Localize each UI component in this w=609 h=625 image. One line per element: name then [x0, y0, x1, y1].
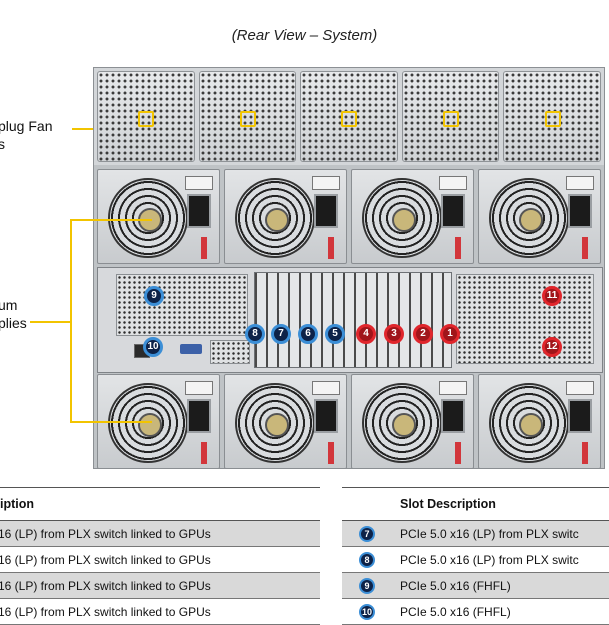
power-plug-icon: [441, 399, 465, 433]
psu-release-lever: [328, 237, 334, 259]
right-table-header: Slot Description: [392, 487, 609, 521]
power-plug-icon: [187, 399, 211, 433]
psu-fan-icon: [108, 178, 188, 258]
slot-description-cell: PCIe 5.0 x16 (LP) from PLX switc: [392, 520, 609, 547]
slot-badge-10: 10: [143, 337, 163, 357]
psu-fan-icon: [489, 383, 569, 463]
slot-badge-7: 7: [271, 324, 291, 344]
psu-fan-icon: [235, 178, 315, 258]
slot-badge-11: 11: [542, 286, 562, 306]
psu-label: [185, 381, 213, 395]
psu-label: [185, 176, 213, 190]
psu-release-lever: [201, 442, 207, 464]
slot-number-cell: 10: [342, 598, 392, 625]
hot-plug-fan-row: [94, 68, 604, 165]
slot-description-cell: PCIe 5.0 x16 (LP) from PLX switc: [392, 546, 609, 573]
left-table-cell: 16 (LP) from PLX switch linked to GPUs: [0, 572, 320, 599]
io-panel: [97, 267, 603, 373]
slot-badge-2: 2: [413, 324, 433, 344]
psu-fan-icon: [235, 383, 315, 463]
psu-release-lever: [201, 237, 207, 259]
slot-description-cell: PCIe 5.0 x16 (FHFL): [392, 598, 609, 625]
fhfl-slot-bay-left: [116, 274, 248, 336]
power-plug-icon: [441, 194, 465, 228]
psu-label: [312, 381, 340, 395]
slot-badge-icon: 8: [359, 551, 375, 568]
psu-label: [439, 381, 467, 395]
power-plug-icon: [568, 194, 592, 228]
left-table-cell: 16 (LP) from PLX switch linked to GPUs: [0, 520, 320, 547]
psu-callout-line-2: um: [0, 297, 18, 313]
fan-module: [300, 71, 398, 162]
power-supply: [224, 169, 347, 264]
slot-table-right: Slot Description 7 PCIe 5.0 x16 (LP) fro…: [342, 487, 609, 625]
server-rear-view: [93, 67, 605, 469]
fan-module: [401, 71, 500, 162]
power-plug-icon: [568, 399, 592, 433]
power-supply: [224, 374, 347, 469]
slot-badge-6: 6: [298, 324, 318, 344]
psu-release-lever: [582, 237, 588, 259]
power-supply: [478, 374, 601, 469]
psu-fan-icon: [362, 178, 442, 258]
psu-fan-icon: [362, 383, 442, 463]
fan-module: [503, 71, 601, 162]
fan-callout-line-1: plug Fan: [0, 118, 53, 134]
psu-callout-line-3: plies: [0, 315, 27, 331]
psu-release-lever: [455, 442, 461, 464]
slot-badge-9: 9: [144, 286, 164, 306]
power-supply: [97, 374, 220, 469]
psu-label: [312, 176, 340, 190]
slot-table-left: iption 16 (LP) from PLX switch linked to…: [0, 487, 320, 625]
left-table-cell: 16 (LP) from PLX switch linked to GPUs: [0, 598, 320, 625]
slot-badge-3: 3: [384, 324, 404, 344]
vga-port: [180, 344, 202, 354]
fan-module: [198, 71, 297, 162]
slot-badge-1: 1: [440, 324, 460, 344]
psu-bracket-to-label: [30, 321, 70, 323]
psu-fan-icon: [489, 178, 569, 258]
power-supply: [478, 169, 601, 264]
left-table-header: iption: [0, 487, 320, 521]
psu-label: [439, 176, 467, 190]
fan-callout-line-2: s: [0, 136, 5, 152]
left-table-cell: 16 (LP) from PLX switch linked to GPUs: [0, 546, 320, 573]
psu-release-lever: [455, 237, 461, 259]
power-plug-icon: [187, 194, 211, 228]
psu-label: [566, 381, 594, 395]
power-supply-row-top: [97, 169, 601, 264]
psu-bracket-top: [70, 219, 152, 221]
psu-bracket-vertical: [70, 219, 72, 423]
right-table-header-blank: [342, 487, 392, 521]
slot-badge-5: 5: [325, 324, 345, 344]
psu-fan-icon: [108, 383, 188, 463]
slot-number-cell: 9: [342, 572, 392, 599]
slot-badge-icon: 7: [359, 525, 375, 542]
psu-release-lever: [328, 442, 334, 464]
psu-callout: um plies: [0, 296, 27, 332]
lp-slot-grid: [254, 272, 452, 368]
fan-module: [97, 71, 195, 162]
power-supply: [351, 374, 474, 469]
slot-badge-icon: 10: [359, 603, 375, 620]
power-supply: [351, 169, 474, 264]
figure-caption: (Rear View – System): [231, 27, 378, 44]
slot-badge-4: 4: [356, 324, 376, 344]
fhfl-slot-bay-right: [456, 274, 594, 364]
power-supply: [97, 169, 220, 264]
slot-description-cell: PCIe 5.0 x16 (FHFL): [392, 572, 609, 599]
slot-badge-icon: 9: [359, 577, 375, 594]
slot-badge-8: 8: [245, 324, 265, 344]
power-supply-row-bottom: [97, 374, 601, 469]
slot-number-cell: 8: [342, 546, 392, 573]
psu-release-lever: [582, 442, 588, 464]
io-vent: [210, 340, 250, 364]
slot-badge-12: 12: [542, 337, 562, 357]
slot-number-cell: 7: [342, 520, 392, 547]
psu-bracket-bottom: [70, 421, 152, 423]
power-plug-icon: [314, 194, 338, 228]
psu-label: [566, 176, 594, 190]
power-plug-icon: [314, 399, 338, 433]
fan-callout: plug Fan s: [0, 117, 52, 153]
